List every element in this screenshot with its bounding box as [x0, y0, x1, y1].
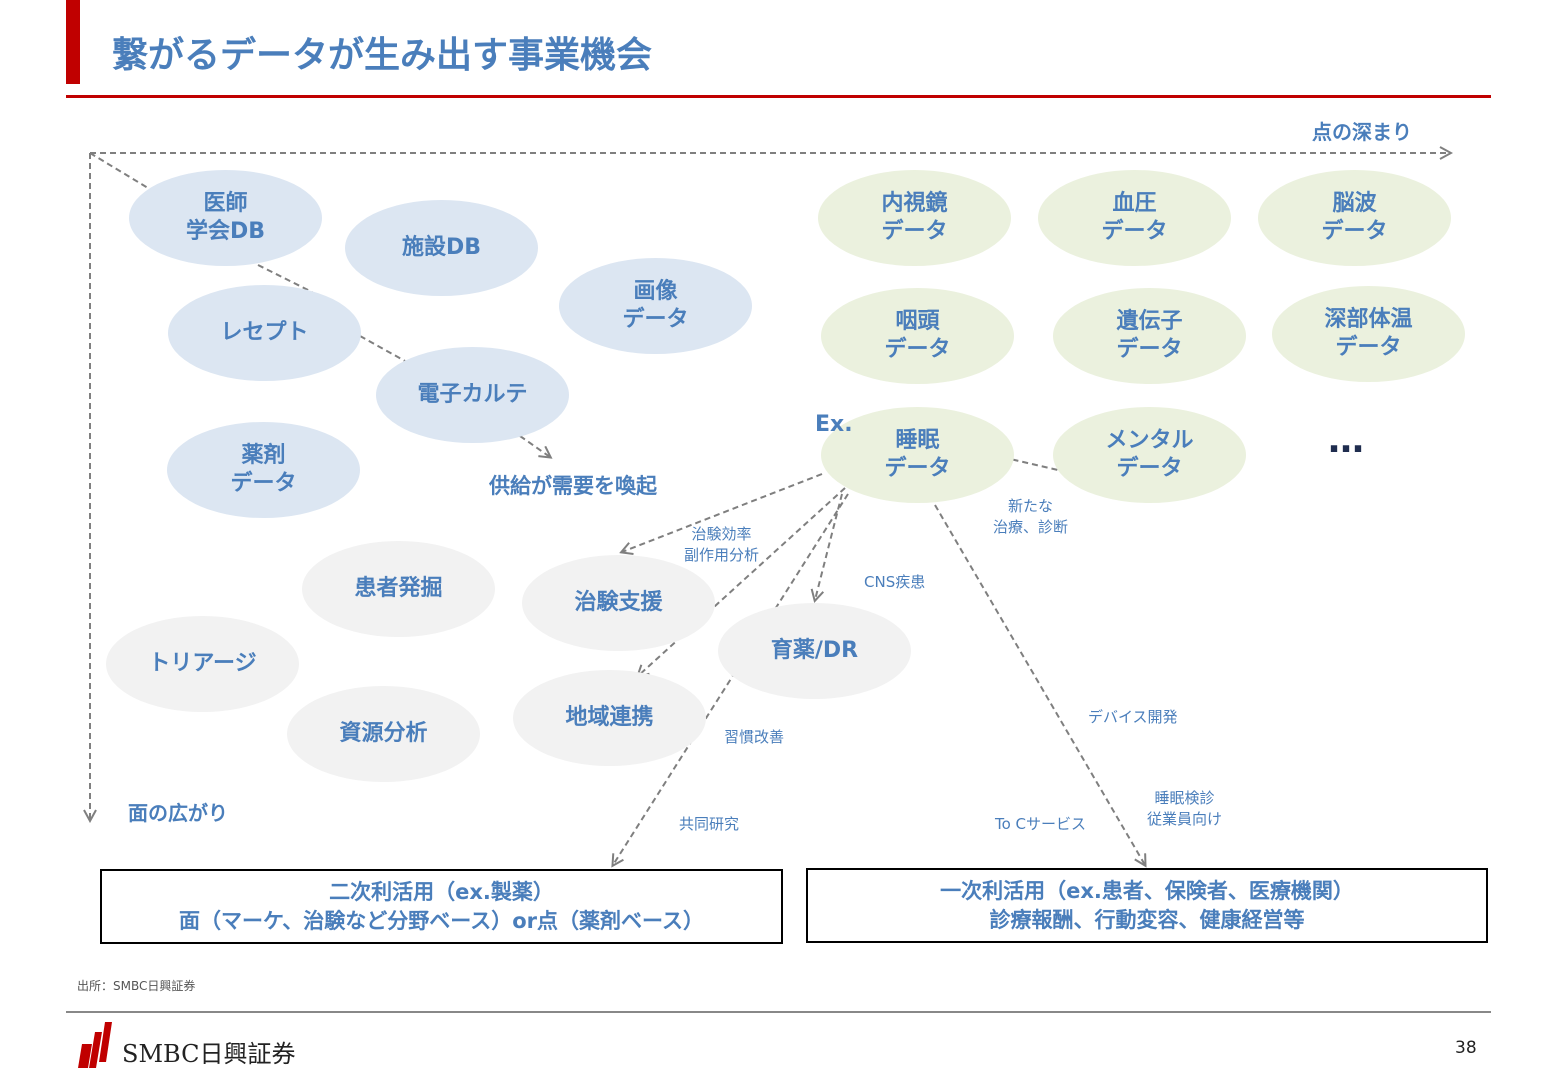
sleep-secondary-arrow: [613, 493, 849, 865]
node-ketsuatsu-data: 血圧 データ: [1038, 170, 1231, 266]
node-chiiki-renkei: 地域連携: [513, 670, 706, 766]
node-idenshi-data: 遺伝子 データ: [1053, 288, 1246, 384]
karte-supply-arrow: [519, 435, 550, 457]
node-naishikyo-data: 内視鏡 データ: [818, 170, 1011, 266]
node-ikuyaku-dr: 育薬/DR: [718, 603, 911, 699]
company-logo-text: SMBC日興証券: [122, 1040, 296, 1068]
edge-label-shukan-kaizen: 習慣改善: [724, 728, 785, 746]
sleep-chiken-arrow: [622, 473, 823, 552]
node-triage: トリアージ: [106, 616, 299, 712]
node-receipt: レセプト: [168, 285, 361, 381]
page-title: 繋がるデータが生み出す事業機会: [112, 35, 653, 76]
node-shinbu-taion-data: 深部体温 データ: [1272, 286, 1465, 382]
more-ellipsis: …: [1328, 420, 1364, 461]
example-label: Ex.: [815, 412, 853, 437]
ishi-receipt-connector: [257, 264, 313, 293]
node-chiken-shien: 治験支援: [522, 555, 715, 651]
node-intou-data: 咽頭 データ: [821, 288, 1014, 384]
axis-origin-connector: [89, 152, 149, 189]
node-kanja-hakkutsu: 患者発掘: [302, 541, 495, 637]
node-shisetsu-db: 施設DB: [345, 200, 538, 296]
sleep-primary-arrow: [934, 504, 1145, 865]
node-suimin-data: 睡眠 データ: [821, 407, 1014, 503]
node-gazou-data: 画像 データ: [559, 258, 752, 354]
node-shigen-bunseki: 資源分析: [287, 686, 480, 782]
edge-label-kyodo-kenkyu: 共同研究: [679, 815, 740, 833]
secondary-use-box: 二次利活用（ex.製薬） 面（マーケ、治験など分野ベース）or点（薬剤ベース）: [100, 869, 783, 944]
supply-demand-label: 供給が需要を喚起: [489, 474, 657, 498]
vertical-axis-label: 面の広がり: [128, 801, 228, 825]
node-ishi-gakkai-db: 医師 学会DB: [129, 170, 322, 266]
node-denshi-karte: 電子カルテ: [376, 347, 569, 443]
edge-label-aratana-chiryou: 新たな 治療、診断: [993, 497, 1069, 536]
node-yakuzai-data: 薬剤 データ: [167, 422, 360, 518]
sleep-ikuyaku-arrow: [815, 493, 843, 600]
edge-label-cns: CNS疾患: [864, 573, 926, 591]
footer-rule: [66, 1011, 1491, 1013]
horizontal-axis-label: 点の深まり: [1312, 120, 1412, 144]
source-note: 出所：SMBC日興証券: [77, 979, 196, 993]
node-mental-data: メンタル データ: [1053, 407, 1246, 503]
title-accent-bar: [66, 0, 80, 84]
title-rule: [66, 95, 1491, 98]
page-number: 38: [1455, 1038, 1477, 1058]
sleep-chiiki-arrow: [638, 487, 846, 676]
edge-label-chiken-kouritsu: 治験効率 副作用分析: [684, 525, 760, 564]
node-nouha-data: 脳波 データ: [1258, 170, 1451, 266]
primary-use-box: 一次利活用（ex.患者、保険者、医療機関） 診療報酬、行動変容、健康経営等: [806, 868, 1488, 943]
edge-label-to-c-service: To Cサービス: [995, 815, 1087, 833]
company-logo-icon: [78, 1022, 112, 1068]
edge-label-suimin-kenshin: 睡眠検診 従業員向け: [1147, 789, 1223, 828]
edge-label-device-kaihatsu: デバイス開発: [1088, 708, 1178, 726]
receipt-karte-connector: [359, 335, 406, 362]
